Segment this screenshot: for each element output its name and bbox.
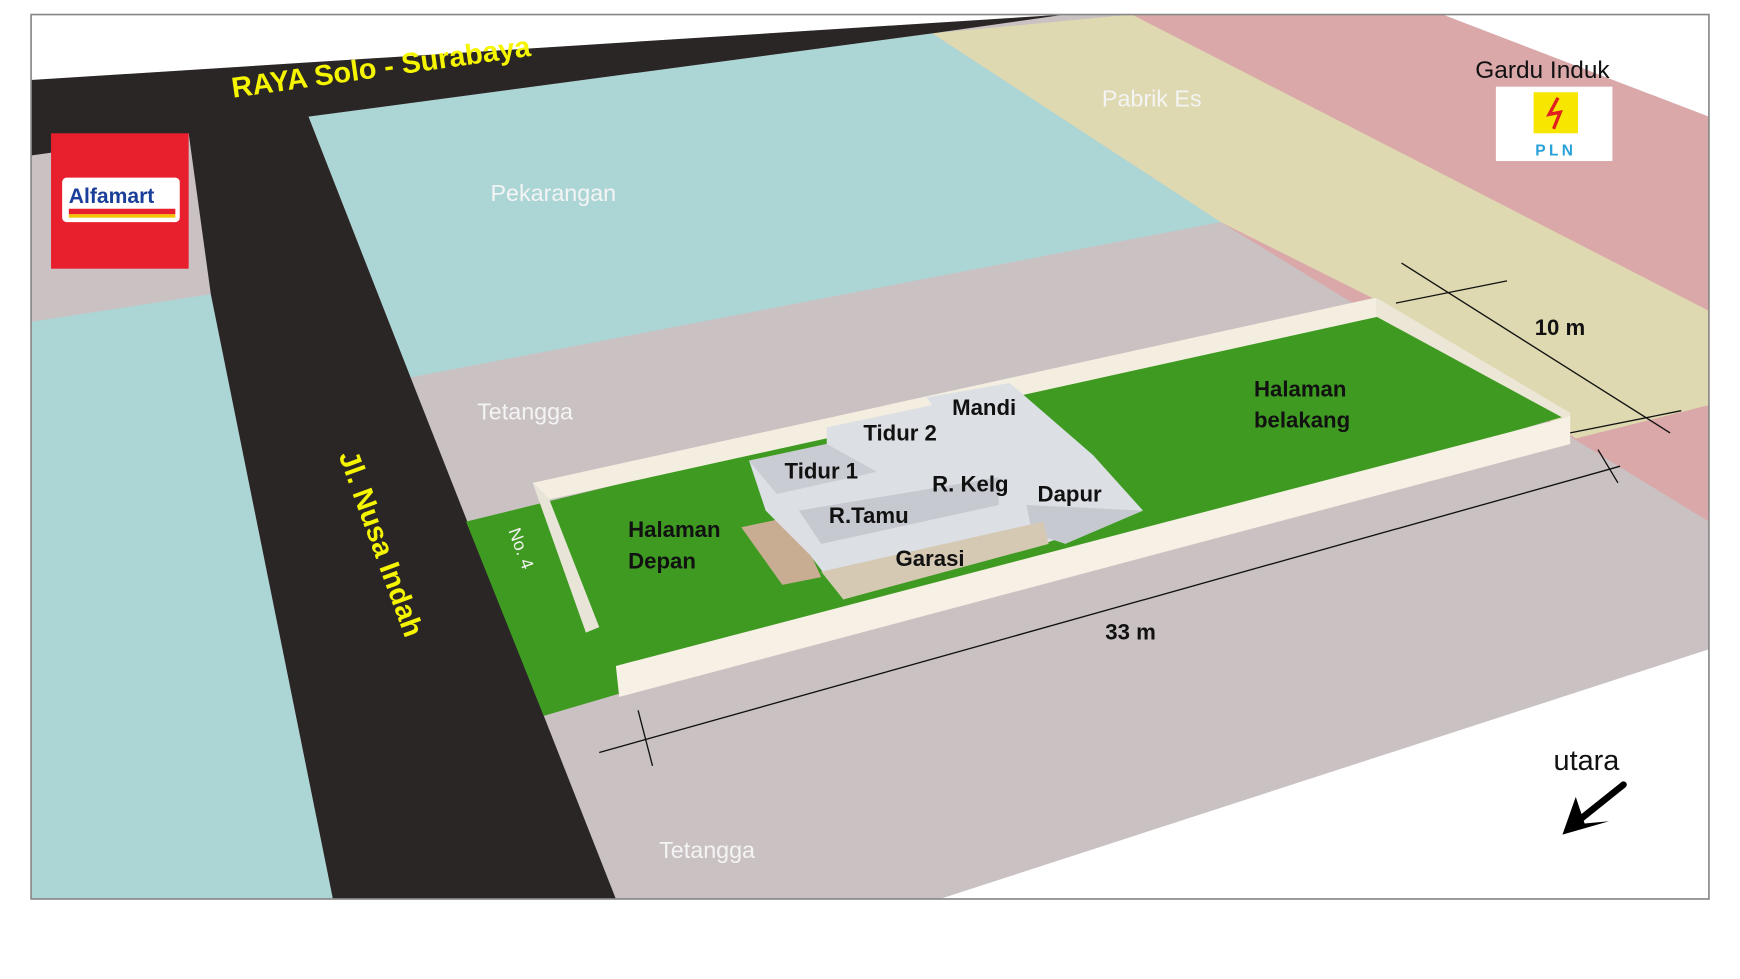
map-frame <box>30 13 1710 900</box>
dimension-lines <box>599 262 1682 766</box>
tetangga-top-label: Tetangga <box>477 399 573 425</box>
halaman-depan-line2: Depan <box>628 548 696 573</box>
pekarangan-label: Pekarangan <box>490 180 616 206</box>
halaman-depan-line1: Halaman <box>628 517 721 542</box>
tetangga-bottom-label: Tetangga <box>659 837 755 863</box>
arrow-southwest-icon <box>1562 781 1627 835</box>
width-dimension-label: 10 m <box>1535 315 1586 340</box>
room-tidur-1 <box>749 444 877 494</box>
svg-text:PLN: PLN <box>1535 142 1576 159</box>
gardu-induk-label: Gardu Induk <box>1475 57 1610 84</box>
halaman-belakang-line2: belakang <box>1254 407 1350 432</box>
length-dimension-label: 33 m <box>1105 619 1156 644</box>
room-r-tamu-label: R.Tamu <box>829 503 909 528</box>
pekarangan-parcel <box>308 33 1221 378</box>
north-label: utara <box>1554 745 1621 777</box>
pabrik-es-parcel <box>932 14 1709 439</box>
pabrik-es-label: Pabrik Es <box>1102 86 1202 112</box>
room-tidur-1-label: Tidur 1 <box>785 458 859 483</box>
room-garasi-label: Garasi <box>896 546 965 571</box>
front-wall <box>532 482 600 633</box>
long-wall <box>615 416 1571 698</box>
room-r-kelg-label: R. Kelg <box>932 472 1008 497</box>
room-r-tamu <box>798 477 999 544</box>
pln-logo: PLN <box>1495 86 1613 162</box>
side-wall <box>1376 297 1571 422</box>
left-parcel <box>31 294 333 899</box>
room-tidur-2-label: Tidur 2 <box>863 421 937 446</box>
lightning-icon <box>1546 96 1563 130</box>
alfamart-logo: Alfamart <box>51 133 189 269</box>
blank-corner <box>1442 14 1709 117</box>
room-mandi-label: Mandi <box>952 395 1016 420</box>
blank-bottom <box>939 649 1709 899</box>
room-dapur <box>1026 505 1143 544</box>
garasi-floor <box>821 521 1049 600</box>
svg-text:Alfamart: Alfamart <box>69 185 155 208</box>
halaman-belakang-line1: Halaman <box>1254 376 1347 401</box>
road <box>31 14 1066 899</box>
room-dapur-label: Dapur <box>1038 482 1102 507</box>
